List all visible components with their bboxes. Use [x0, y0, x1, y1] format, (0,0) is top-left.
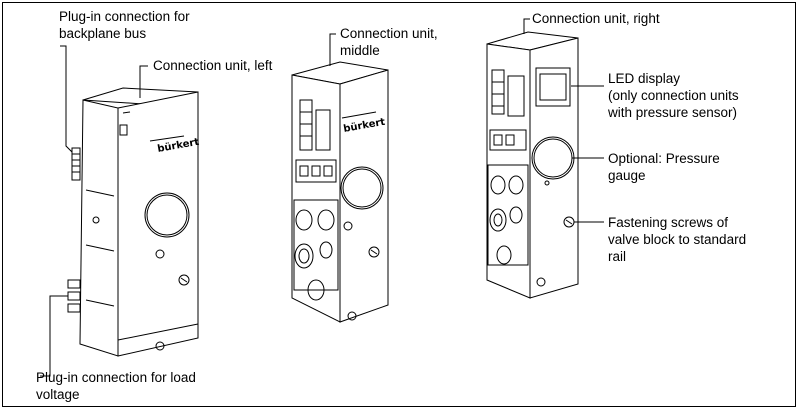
label-load-line2: voltage [36, 387, 80, 402]
label-screws-line1: Fastening screws of [608, 215, 729, 230]
label-backplane-bus-line1: Plug-in connection for [59, 9, 190, 24]
label-led-display: LED display (only connection units with … [608, 70, 739, 121]
label-screws-line3: rail [608, 249, 627, 264]
connection-unit-left: bürkert [67, 87, 200, 357]
label-led-line2: (only connection units [608, 88, 739, 103]
led-display [535, 67, 571, 107]
label-led-line1: LED display [608, 71, 681, 86]
pressure-gauge-left [144, 192, 190, 238]
label-backplane-bus-line2: backplane bus [59, 26, 147, 41]
label-unit-middle: Connection unit, middle [340, 25, 438, 59]
backplane-connector [71, 147, 81, 181]
label-unit-left: Connection unit, left [153, 58, 273, 73]
connection-unit-middle: bürkert [291, 61, 389, 323]
label-gauge-line2: gauge [608, 168, 646, 183]
label-unit-middle-line2: middle [340, 43, 380, 58]
label-gauge-line1: Optional: Pressure [608, 151, 720, 166]
connection-unit-right [486, 31, 579, 299]
label-pressure-gauge: Optional: Pressure gauge [608, 150, 720, 184]
label-load-line1: Plug-in connection for load [36, 370, 196, 385]
label-screws-line2: valve block to standard [608, 232, 747, 247]
label-unit-right: Connection unit, right [532, 11, 660, 26]
label-led-line3: with pressure sensor) [608, 105, 738, 120]
label-unit-middle-line1: Connection unit, [340, 26, 438, 41]
label-load-voltage: Plug-in connection for load voltage [36, 369, 196, 403]
label-fastening-screws: Fastening screws of valve block to stand… [608, 214, 746, 265]
label-backplane-bus: Plug-in connection for backplane bus [59, 8, 190, 42]
pressure-gauge-middle [340, 166, 384, 210]
leader-lines [40, 18, 604, 377]
